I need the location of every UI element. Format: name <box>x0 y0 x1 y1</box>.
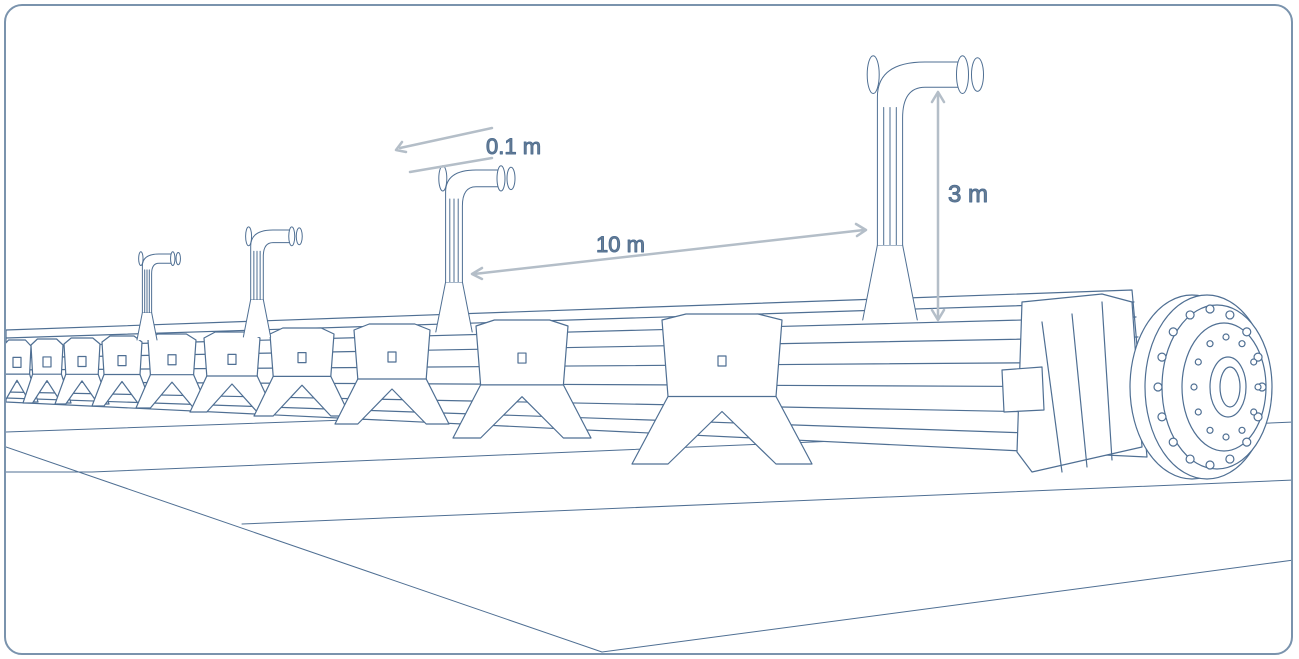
bolt <box>1185 310 1195 320</box>
dim-spacing-line <box>472 228 866 276</box>
bolt <box>1190 383 1198 391</box>
bolt <box>1206 426 1214 434</box>
saddle-support <box>91 335 153 407</box>
dim-diameter-arrow <box>394 140 408 154</box>
bolt <box>1222 333 1230 341</box>
bolt <box>1194 408 1202 416</box>
saddle-support <box>452 319 592 439</box>
bolt <box>1222 433 1230 441</box>
riser-pipe <box>136 251 181 341</box>
bolt <box>1206 340 1214 348</box>
bolt <box>1185 454 1195 464</box>
bolt <box>1168 437 1178 447</box>
flange-bolts <box>1153 304 1267 470</box>
bolt <box>1253 412 1263 422</box>
dim-diameter-line-top <box>398 126 494 150</box>
riser-pipes <box>136 55 984 341</box>
bolt <box>1253 352 1263 362</box>
riser-pipe <box>435 165 516 333</box>
bolt <box>1254 383 1262 391</box>
dim-height-arrow-top <box>930 90 946 104</box>
dim-spacing-arrow-right <box>854 222 868 238</box>
dim-diameter-line-bottom <box>408 156 494 174</box>
saddle-support <box>135 333 209 409</box>
diagram-frame: 0.1 m 10 m 3 m <box>4 4 1293 655</box>
bolt <box>1238 340 1246 348</box>
bolt <box>1153 382 1163 392</box>
bolt <box>1225 454 1235 464</box>
saddle-support <box>334 323 450 425</box>
bolt <box>1168 327 1178 337</box>
pipeline-wireframe-drawing: 0.1 m 10 m 3 m <box>6 55 1291 653</box>
label-riser-height: 3 m <box>948 181 988 208</box>
label-riser-spacing: 10 m <box>596 232 645 257</box>
end-flange <box>1001 293 1273 480</box>
riser-pipe <box>862 55 984 321</box>
bolt <box>1242 437 1252 447</box>
riser-pipe <box>242 226 303 338</box>
bolt <box>1194 358 1202 366</box>
bolt <box>1242 327 1252 337</box>
label-riser-diameter: 0.1 m <box>486 134 541 159</box>
saddle-support <box>631 313 813 465</box>
bolt <box>1250 358 1258 366</box>
dim-height-arrow-bottom <box>930 308 946 322</box>
bolt <box>1157 412 1167 422</box>
dim-spacing-arrow-left <box>470 266 484 281</box>
bolt <box>1225 310 1235 320</box>
bolt <box>1250 408 1258 416</box>
bolt <box>1205 304 1215 314</box>
bolt <box>1205 460 1215 470</box>
bolt <box>1238 426 1246 434</box>
dimension-lines <box>394 90 946 322</box>
bolt <box>1157 352 1167 362</box>
pipe-saddle-supports <box>6 313 813 465</box>
